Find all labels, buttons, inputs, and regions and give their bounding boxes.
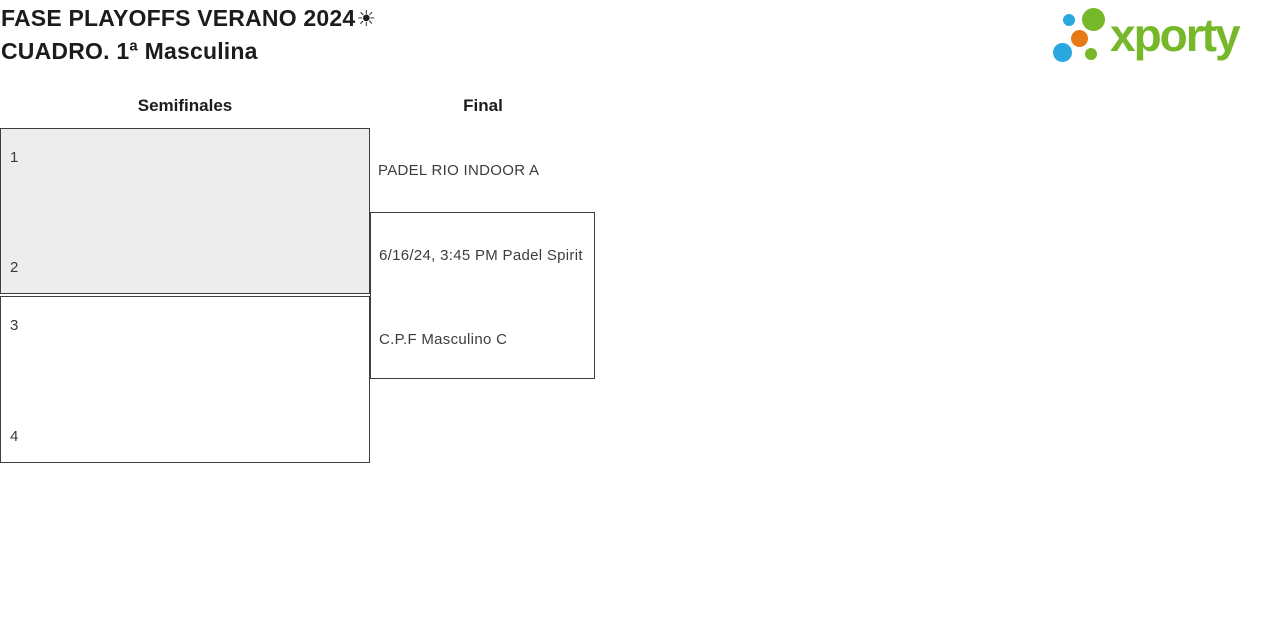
logo-dot-green-small-icon: [1085, 48, 1097, 60]
logo-dot-blue-small-icon: [1063, 14, 1075, 26]
final-match-datetime-venue: 6/16/24, 3:45 PM Padel Spirit: [379, 247, 583, 264]
final-top-participant[interactable]: PADEL RIO INDOOR A: [378, 162, 540, 179]
seed-label-4: 4: [10, 428, 19, 445]
tournament-title-text: FASE PLAYOFFS VERANO 2024: [1, 5, 356, 31]
match-card-semifinal-1[interactable]: 1 2: [0, 128, 370, 294]
seed-label-2: 2: [10, 259, 19, 276]
xporty-logo-dots-icon: [1048, 2, 1110, 68]
final-bottom-participant: C.P.F Masculino C: [379, 331, 508, 348]
xporty-logo[interactable]: xporty: [1048, 2, 1273, 70]
tournament-title: FASE PLAYOFFS VERANO 2024☀: [1, 2, 376, 35]
page-title: FASE PLAYOFFS VERANO 2024☀ CUADRO. 1ª Ma…: [1, 2, 376, 68]
sun-icon: ☀: [356, 6, 377, 31]
logo-dot-blue-large-icon: [1053, 43, 1072, 62]
seed-label-1: 1: [10, 149, 19, 166]
match-card-final[interactable]: 6/16/24, 3:45 PM Padel Spirit C.P.F Masc…: [370, 212, 595, 379]
seed-label-3: 3: [10, 317, 19, 334]
xporty-wordmark: xporty: [1110, 9, 1241, 61]
round-header-semifinales: Semifinales: [137, 96, 233, 115]
logo-dot-orange-icon: [1071, 30, 1088, 47]
match-card-semifinal-2[interactable]: 3 4: [0, 296, 370, 463]
round-header-final: Final: [463, 96, 503, 115]
logo-dot-green-large-icon: [1082, 8, 1105, 31]
bracket-subtitle: CUADRO. 1ª Masculina: [1, 38, 258, 64]
